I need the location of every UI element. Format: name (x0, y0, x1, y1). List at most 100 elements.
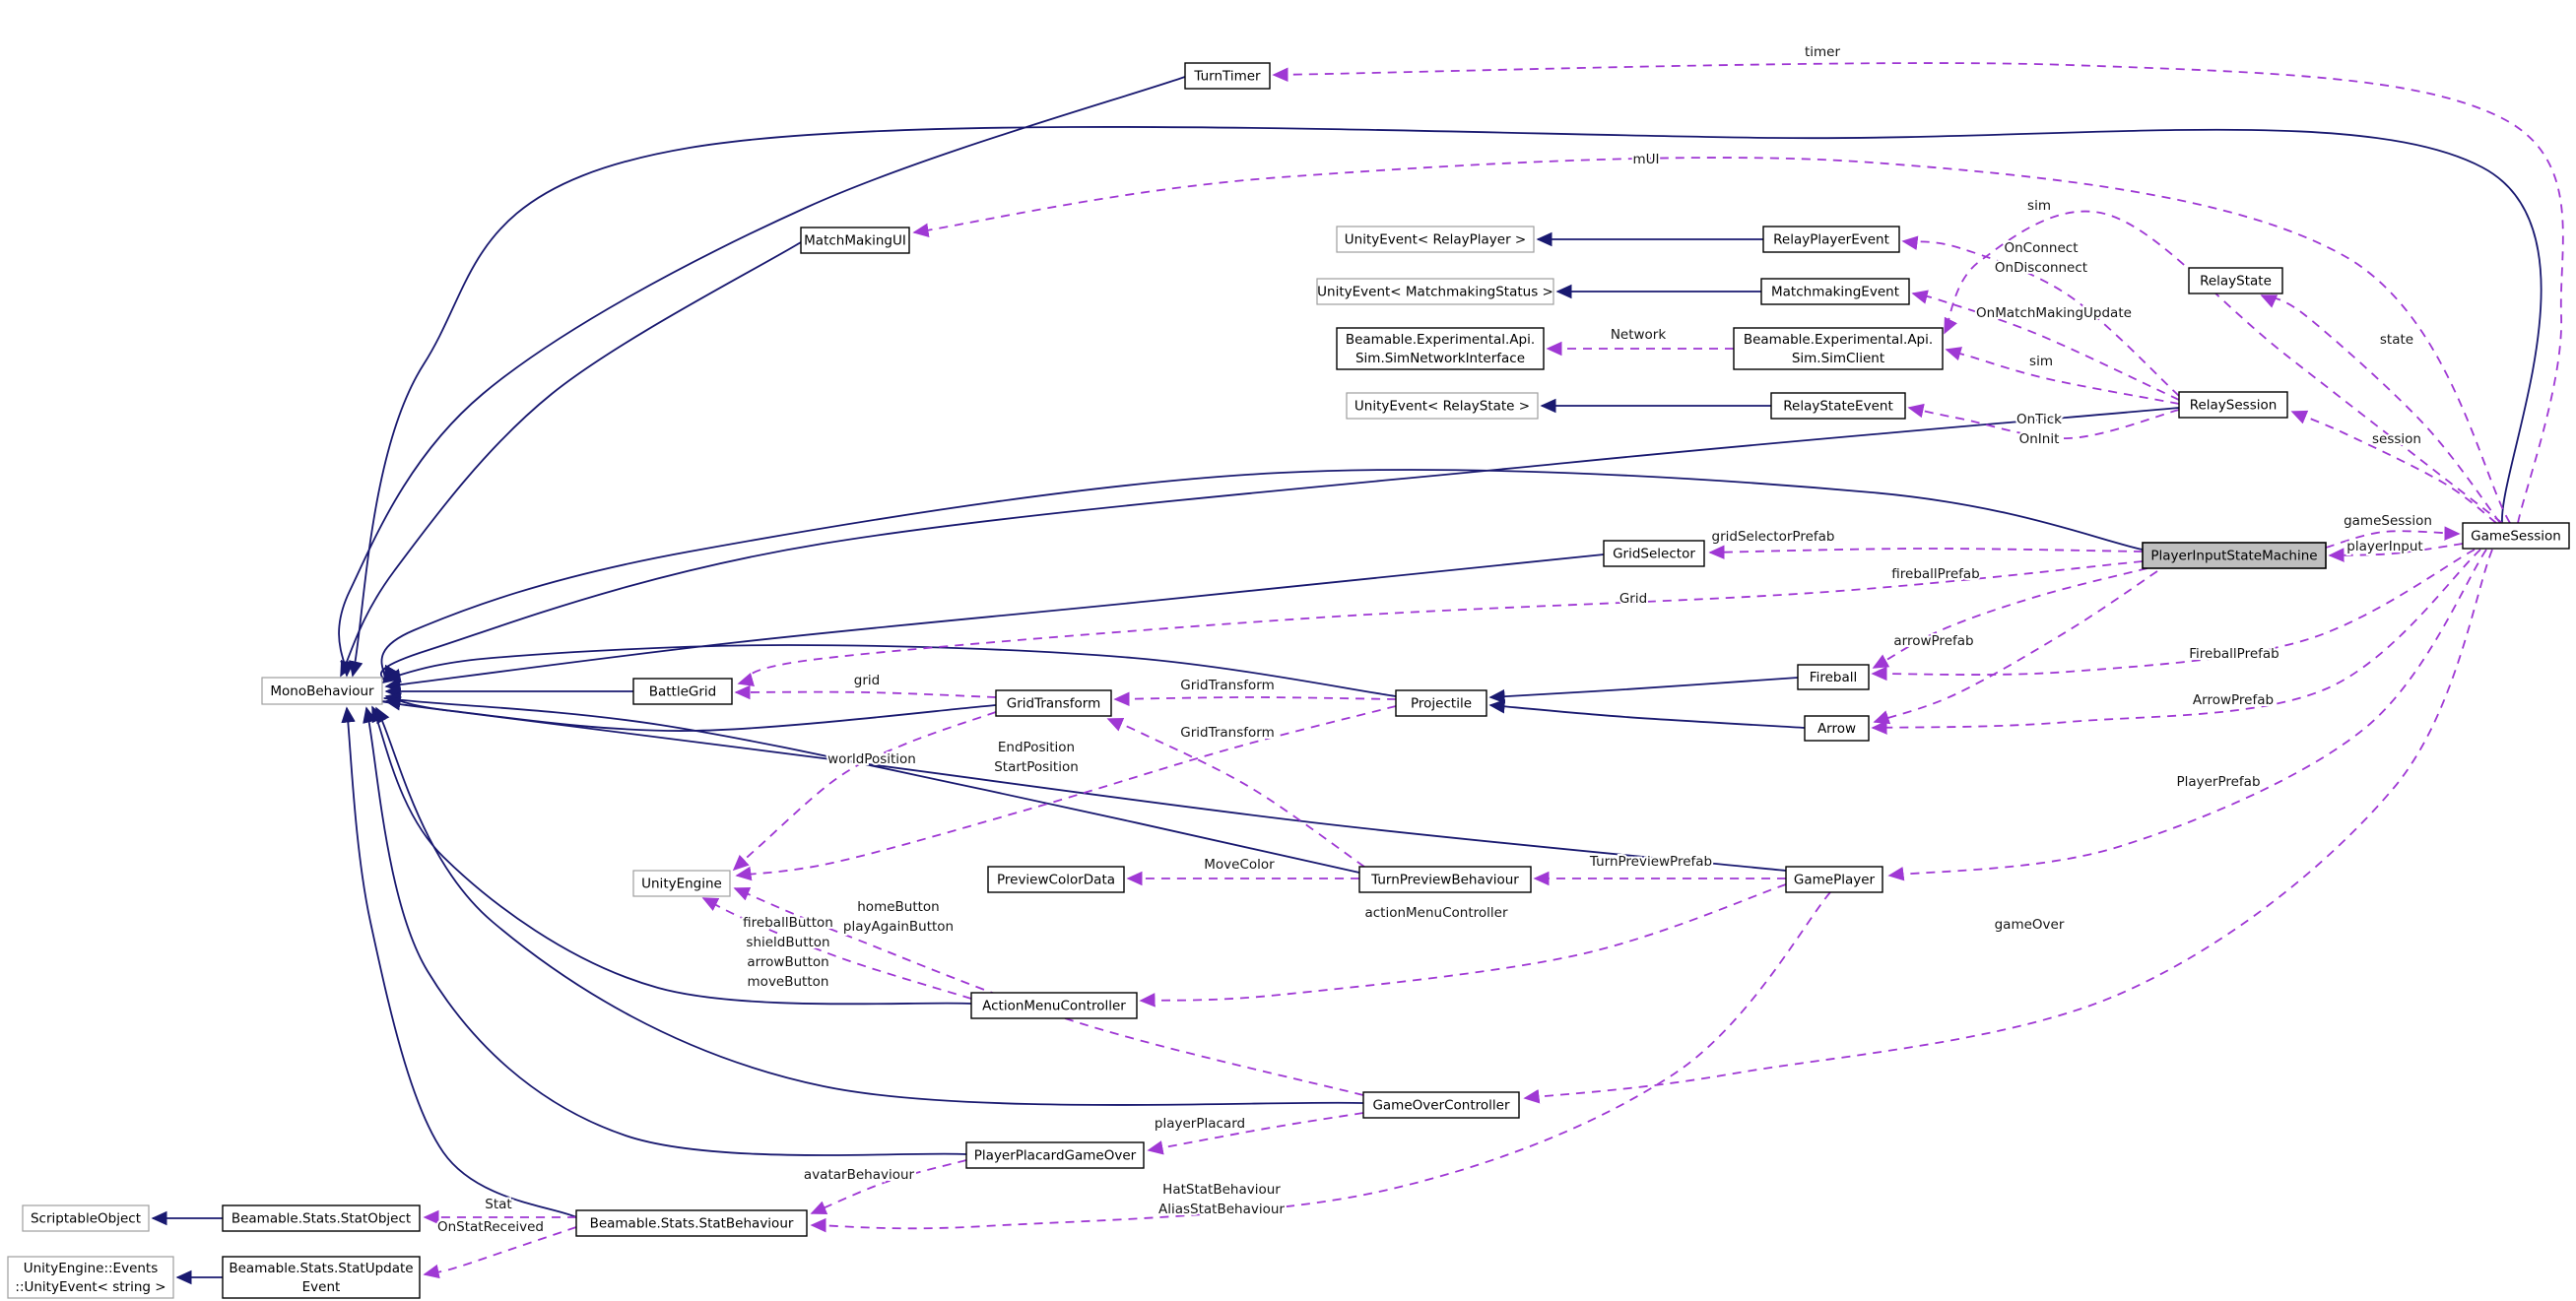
node-relayState[interactable]: RelayState (2188, 267, 2283, 294)
node-box-statObject[interactable] (222, 1204, 421, 1232)
node-scriptableObject[interactable]: ScriptableObject (22, 1204, 150, 1232)
edge-inh-arrow (1488, 699, 1806, 729)
node-box-gameOverController[interactable] (1362, 1091, 1520, 1119)
node-label-projectile: Projectile (1411, 696, 1472, 712)
node-box-fireball[interactable] (1797, 664, 1870, 690)
edge-inh-gameSession (349, 126, 2543, 678)
node-box-unityEngine[interactable] (632, 870, 731, 897)
node-gamePlayer[interactable]: GamePlayer (1785, 866, 1883, 893)
node-previewColorData[interactable]: PreviewColorData (987, 866, 1125, 893)
node-label-simClient: Beamable.Experimental.Api. (1744, 332, 1933, 348)
node-statObject[interactable]: Beamable.Stats.StatObject (222, 1204, 421, 1232)
node-box-playerInputStateMachine[interactable] (2142, 542, 2327, 569)
node-label-turnTimer: TurnTimer (1193, 69, 1261, 85)
node-box-relayPlayerEvent[interactable] (1762, 226, 1900, 253)
node-box-gridSelector[interactable] (1603, 540, 1705, 567)
node-relaySession[interactable]: RelaySession (2178, 391, 2288, 419)
node-playerPlacardGameOver[interactable]: PlayerPlacardGameOver (965, 1141, 1145, 1169)
edge-label-use-gridSelectorPrefab: gridSelectorPrefab (1712, 529, 1835, 545)
node-box-playerPlacardGameOver[interactable] (965, 1141, 1145, 1169)
edge-use-playerInput (2328, 543, 2464, 562)
node-playerInputStateMachine[interactable]: PlayerInputStateMachine (2142, 542, 2327, 569)
node-gameOverController[interactable]: GameOverController (1362, 1091, 1520, 1119)
node-projectile[interactable]: Projectile (1395, 689, 1487, 717)
node-fireball[interactable]: Fireball (1797, 664, 1870, 690)
node-box-turnPreviewBehaviour[interactable] (1358, 866, 1532, 893)
edge-inh-gamePlayer (381, 696, 1787, 872)
node-label-ueString: ::UnityEvent< string > (15, 1279, 165, 1295)
node-box-simClient[interactable] (1733, 327, 1944, 370)
node-box-battleGrid[interactable] (632, 678, 733, 705)
node-relayPlayerEvent[interactable]: RelayPlayerEvent (1762, 226, 1900, 253)
edge-use-worldPosition (732, 711, 997, 872)
node-matchmakingEvent[interactable]: MatchmakingEvent (1760, 278, 1910, 305)
node-box-statUpdateEvent[interactable] (222, 1256, 421, 1299)
node-box-relaySession[interactable] (2178, 391, 2288, 419)
node-label-ueString: UnityEngine::Events (24, 1261, 159, 1276)
node-matchMakingUI[interactable]: MatchMakingUI (800, 227, 910, 254)
edge-label-use-grid: grid (854, 673, 880, 688)
edge-label-use-state: state (2380, 332, 2413, 348)
node-box-ueString[interactable] (7, 1256, 174, 1299)
node-simNetworkInterface[interactable]: Beamable.Experimental.Api.Sim.SimNetwork… (1336, 327, 1545, 370)
node-turnTimer[interactable]: TurnTimer (1184, 62, 1271, 90)
edge-label-use-sim-rs: sim (2029, 354, 2053, 369)
node-label-statUpdateEvent: Beamable.Stats.StatUpdate (229, 1261, 413, 1276)
node-box-actionMenuController[interactable] (970, 992, 1138, 1019)
edge-label-use-sim-gs: sim (2027, 198, 2051, 214)
node-box-ueMatchmaking[interactable] (1316, 278, 1554, 305)
node-ueRelayState[interactable]: UnityEvent< RelayState > (1346, 392, 1539, 420)
edge-label-use-FireballPrefab: FireballPrefab (2189, 646, 2279, 662)
node-box-simNetworkInterface[interactable] (1336, 327, 1545, 370)
node-monoBehaviour[interactable]: MonoBehaviour (261, 677, 383, 705)
edge-use-state (2260, 294, 2501, 524)
node-gridTransform[interactable]: GridTransform (995, 689, 1112, 717)
node-box-ueRelayState[interactable] (1346, 392, 1539, 420)
node-box-arrow[interactable] (1804, 715, 1870, 742)
node-box-statBehaviour[interactable] (575, 1209, 808, 1237)
node-box-monoBehaviour[interactable] (261, 677, 383, 705)
node-simClient[interactable]: Beamable.Experimental.Api.Sim.SimClient (1733, 327, 1944, 370)
node-turnPreviewBehaviour[interactable]: TurnPreviewBehaviour (1358, 866, 1532, 893)
node-box-gameSession[interactable] (2462, 522, 2570, 550)
node-box-relayState[interactable] (2188, 267, 2283, 294)
node-battleGrid[interactable]: BattleGrid (632, 678, 733, 705)
node-label-ueRelayPlayer: UnityEvent< RelayPlayer > (1345, 232, 1526, 248)
node-box-projectile[interactable] (1395, 689, 1487, 717)
node-box-matchmakingEvent[interactable] (1760, 278, 1910, 305)
node-box-ueRelayPlayer[interactable] (1336, 226, 1535, 253)
node-ueMatchmaking[interactable]: UnityEvent< MatchmakingStatus > (1316, 278, 1554, 305)
node-box-matchMakingUI[interactable] (800, 227, 910, 254)
edge-label-use-playerInput: playerInput (2346, 539, 2422, 554)
node-box-turnTimer[interactable] (1184, 62, 1271, 90)
node-ueRelayPlayer[interactable]: UnityEvent< RelayPlayer > (1336, 226, 1535, 253)
node-unityEngine[interactable]: UnityEngine (632, 870, 731, 897)
node-label-relayStateEvent: RelayStateEvent (1783, 399, 1893, 415)
node-box-scriptableObject[interactable] (22, 1204, 150, 1232)
edge-label-use-onmatchmaking: OnMatchMakingUpdate (1976, 305, 2132, 321)
edge-use-buttons (701, 897, 972, 1000)
node-ueString[interactable]: UnityEngine::Events::UnityEvent< string … (7, 1256, 174, 1299)
node-arrow[interactable]: Arrow (1804, 715, 1870, 742)
node-box-gamePlayer[interactable] (1785, 866, 1883, 893)
edge-use-GridTransform1 (1113, 691, 1397, 707)
node-actionMenuController[interactable]: ActionMenuController (970, 992, 1138, 1019)
edge-label-use-playerPlacard: playerPlacard (1155, 1116, 1245, 1132)
node-gridSelector[interactable]: GridSelector (1603, 540, 1705, 567)
node-box-previewColorData[interactable] (987, 866, 1125, 893)
edge-label-use-Stat: Stat (485, 1197, 511, 1212)
edge-use-onconnect (1901, 235, 2180, 397)
node-box-relayStateEvent[interactable] (1770, 392, 1906, 420)
node-label-playerPlacardGameOver: PlayerPlacardGameOver (974, 1148, 1137, 1164)
node-gameSession[interactable]: GameSession (2462, 522, 2570, 550)
node-relayStateEvent[interactable]: RelayStateEvent (1770, 392, 1906, 420)
node-box-gridTransform[interactable] (995, 689, 1112, 717)
node-label-ueRelayState: UnityEvent< RelayState > (1354, 399, 1530, 415)
edge-use-timer (1272, 62, 2564, 524)
edge-use-session (2290, 410, 2497, 524)
node-statBehaviour[interactable]: Beamable.Stats.StatBehaviour (575, 1209, 808, 1237)
